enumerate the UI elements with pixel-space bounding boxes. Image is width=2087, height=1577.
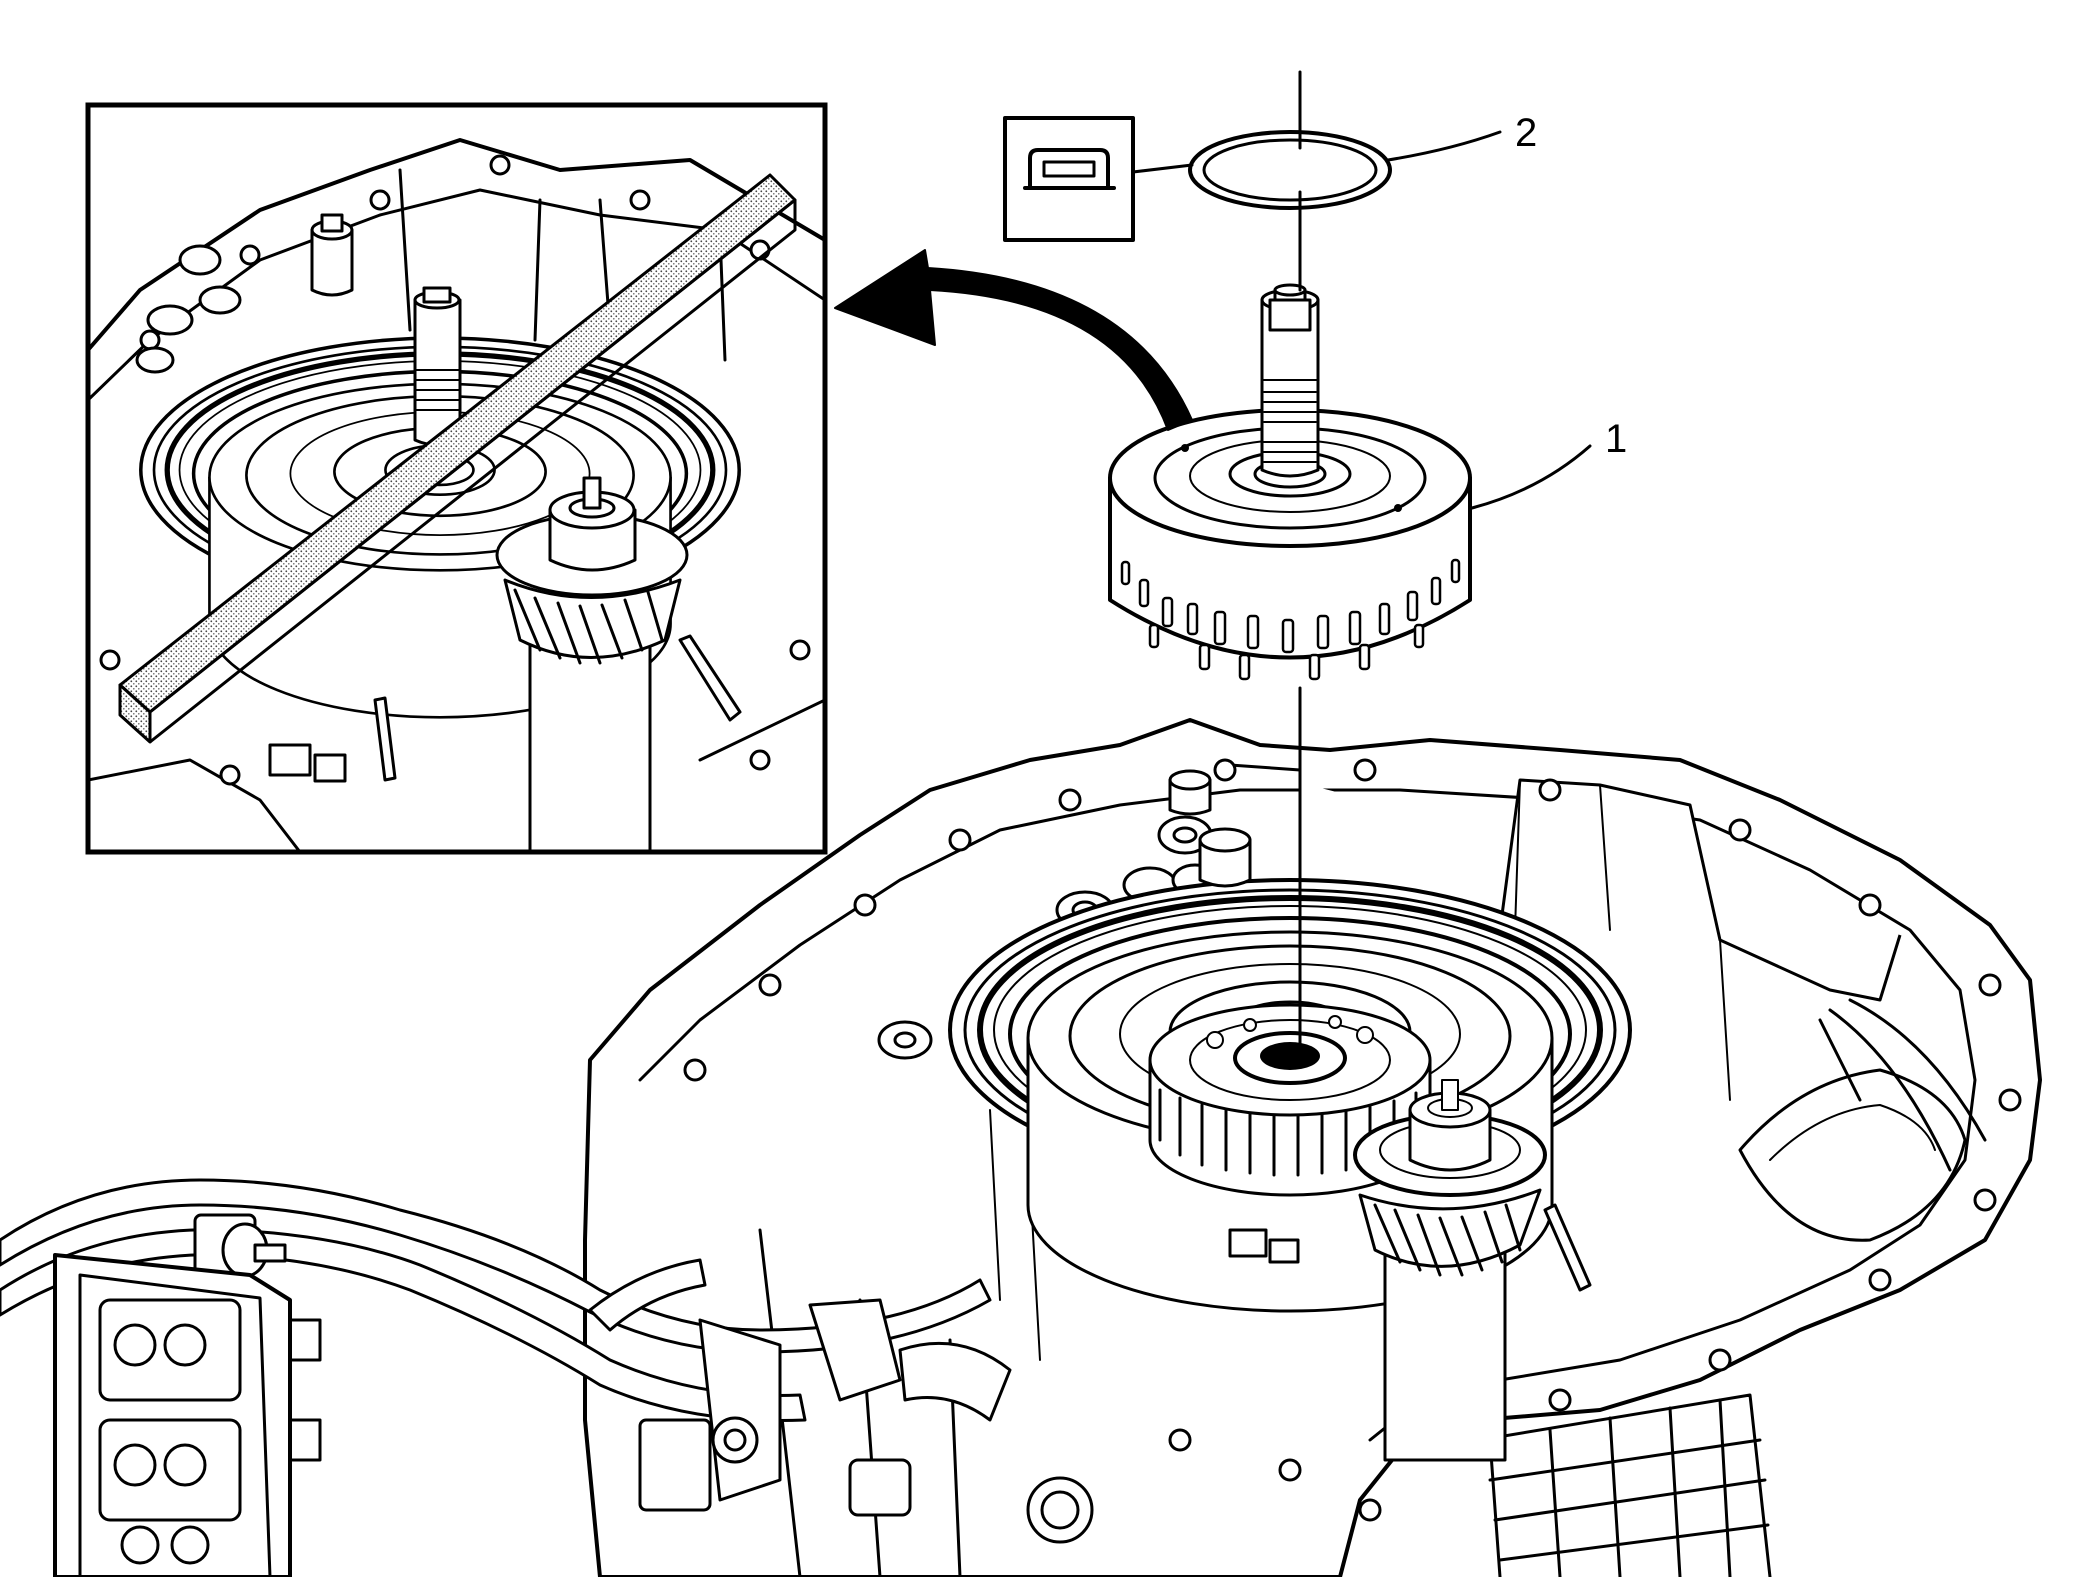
wiring-harness: [0, 1178, 1094, 1577]
seal-symbol-icon: [1003, 116, 1194, 242]
main-helical-gear: [1353, 1079, 1547, 1462]
callout-1: 1: [1605, 417, 1627, 461]
part-1-clutch-drum: [1108, 283, 1472, 681]
callout-2: 2: [1515, 111, 1537, 155]
main-clutch-assembly: [950, 880, 1630, 1311]
case-fittings: [1168, 769, 1592, 1292]
part-2-seal-ring: [1188, 130, 1392, 210]
curved-arrow-icon: [834, 249, 1193, 431]
inset-detail-view: [85, 102, 828, 855]
callout-leaders: [1386, 130, 1592, 510]
